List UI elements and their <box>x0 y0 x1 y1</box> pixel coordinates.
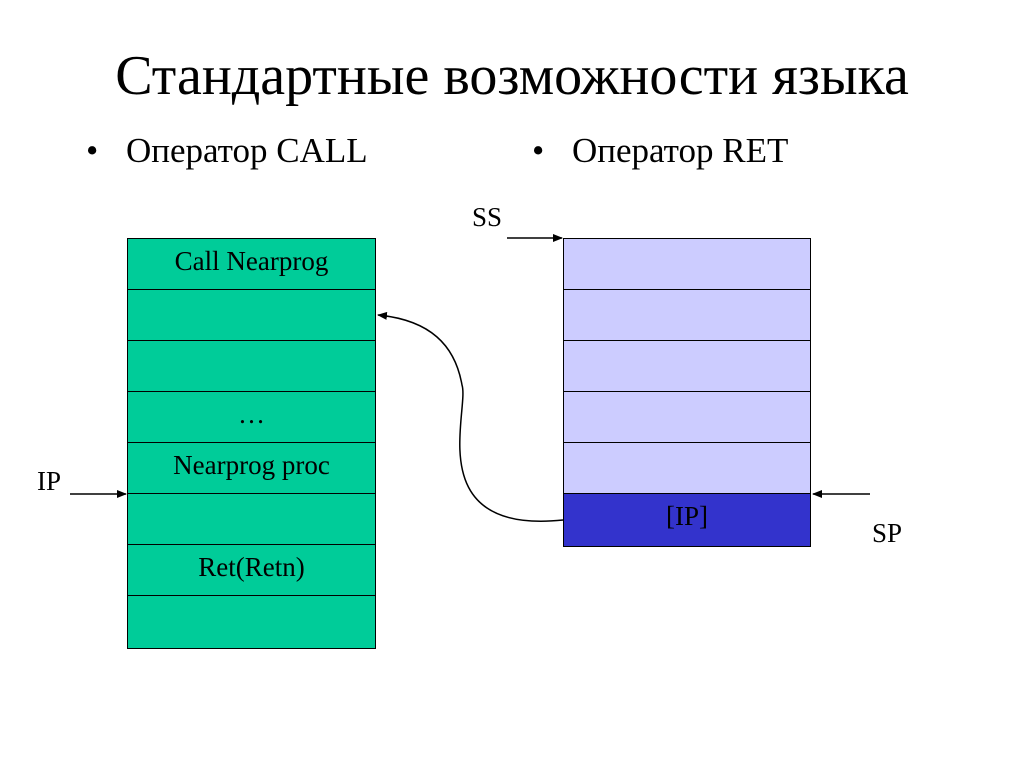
code-cell-2 <box>128 290 375 341</box>
bullet-marker: • <box>532 131 545 170</box>
stack-segment-column: [IP] <box>563 238 811 547</box>
sp-pointer-label: SP <box>872 518 903 548</box>
stack-cell-1 <box>564 239 810 290</box>
bullet-call: • Оператор CALL <box>86 130 368 172</box>
slide-title: Стандартные возможности языка <box>115 45 909 107</box>
stack-cell-2 <box>564 290 810 341</box>
bullet-marker: • <box>86 131 99 170</box>
bullet-ret-text: Оператор RET <box>572 131 789 170</box>
bullet-call-text: Оператор CALL <box>126 131 368 170</box>
ip-pointer-label: IP <box>37 466 62 496</box>
code-cell-1: Call Nearprog <box>128 239 375 290</box>
code-cell-5: Nearprog proc <box>128 443 375 494</box>
code-cell-3 <box>128 341 375 392</box>
stack-cell-5 <box>564 443 810 494</box>
code-cell-6 <box>128 494 375 545</box>
code-memory-column: Call Nearprog … Nearprog proc Ret(Retn) <box>127 238 376 649</box>
stack-cell-top: [IP] <box>564 494 810 546</box>
stack-cell-4 <box>564 392 810 443</box>
bullet-ret: • Оператор RET <box>532 130 788 172</box>
code-cell-8 <box>128 596 375 647</box>
ss-pointer-label: SS <box>472 202 503 232</box>
return-address-arrow <box>377 311 564 522</box>
code-cell-7: Ret(Retn) <box>128 545 375 596</box>
stack-cell-3 <box>564 341 810 392</box>
code-cell-4: … <box>128 392 375 443</box>
